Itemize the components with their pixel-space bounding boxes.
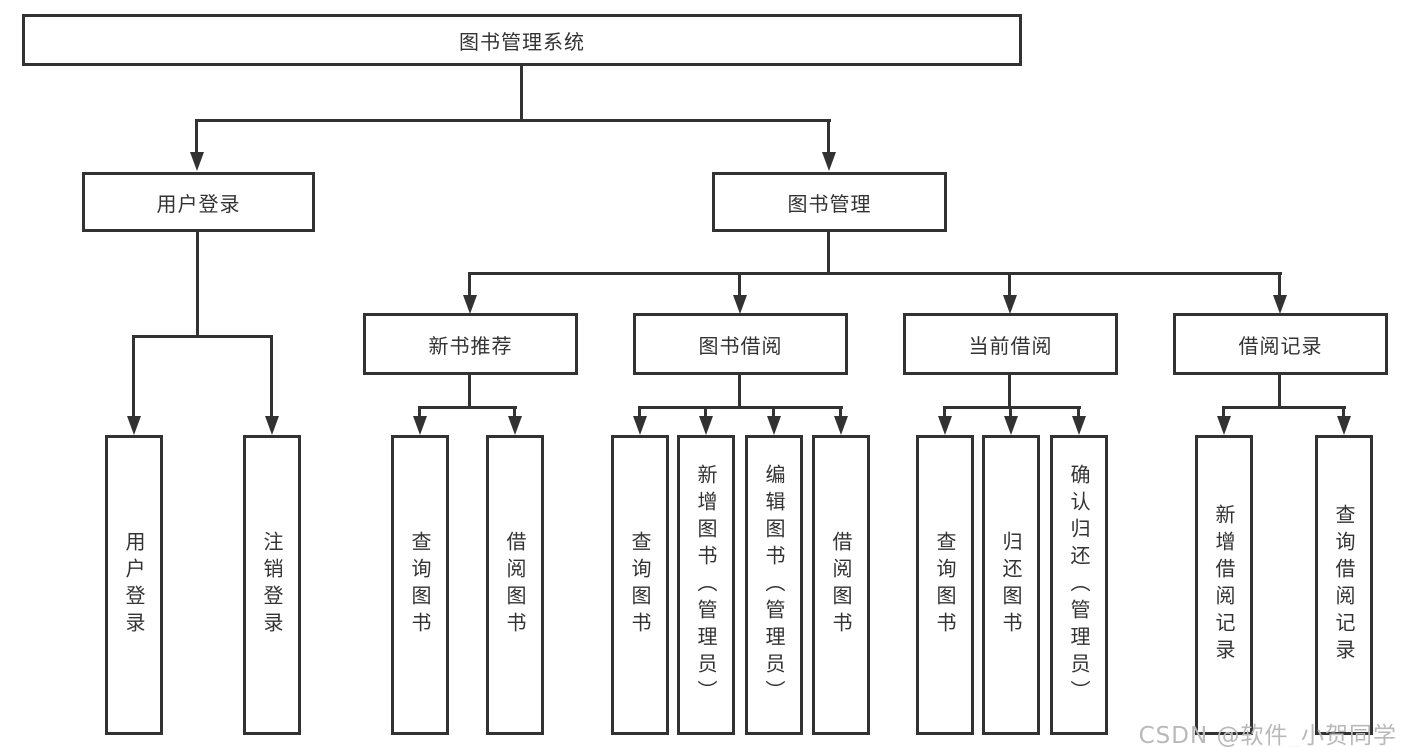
leaf-borrow-books-1: 借阅图书: [486, 435, 544, 735]
node-book-mgmt: 图书管理: [712, 172, 947, 232]
leaf-label: 归还图书: [999, 531, 1023, 639]
leaf-add-borrow-record: 新增借阅记录: [1195, 435, 1253, 735]
connector-drop-current-borrow: [1008, 272, 1011, 297]
arrowhead-icon: [822, 152, 836, 171]
arrowhead-icon: [834, 416, 848, 435]
arrowhead-icon: [463, 295, 477, 314]
leaf-label: 查询图书: [408, 531, 432, 639]
connector-book-mgmt-bar: [468, 272, 1282, 275]
connector-drop-borrow-records: [1278, 272, 1281, 297]
connector-book-borrow-bar: [638, 406, 843, 409]
node-root-label: 图书管理系统: [459, 29, 585, 54]
leaf-label: 查询图书: [628, 531, 652, 639]
connector-root-bar: [196, 119, 831, 122]
connector-drop-leaf: [513, 406, 516, 418]
arrowhead-icon: [413, 416, 427, 435]
connector-drop-leaf: [132, 335, 135, 417]
leaf-label: 查询借阅记录: [1332, 504, 1356, 666]
leaf-logout: 注销登录: [243, 435, 301, 735]
connector-drop-leaf: [638, 406, 641, 418]
connector-drop-leaf: [943, 406, 946, 418]
leaf-return-books: 归还图书: [982, 435, 1040, 735]
connector-drop-book-borrow: [738, 272, 741, 297]
leaf-label: 编辑图书（管理员）: [762, 463, 786, 707]
leaf-label: 借阅图书: [503, 531, 527, 639]
connector-user-login-stem: [196, 232, 199, 336]
connector-drop-leaf: [1077, 406, 1080, 418]
leaf-borrow-books-2: 借阅图书: [812, 435, 870, 735]
connector-borrow-records-bar: [1222, 406, 1346, 409]
leaf-label: 借阅图书: [829, 531, 853, 639]
node-user-login: 用户登录: [82, 172, 315, 232]
connector-drop-leaf: [839, 406, 842, 418]
arrowhead-icon: [938, 416, 952, 435]
arrowhead-icon: [699, 416, 713, 435]
csdn-watermark: CSDN @软件_小贺同学: [1138, 723, 1397, 747]
connector-drop-leaf: [1222, 406, 1225, 418]
node-root: 图书管理系统: [22, 14, 1022, 66]
connector-drop-leaf: [1009, 406, 1012, 418]
arrowhead-icon: [633, 416, 647, 435]
connector-drop-user-login: [195, 119, 198, 154]
connector-user-login-bar: [132, 335, 273, 338]
arrowhead-icon: [1337, 416, 1351, 435]
leaf-label: 用户登录: [122, 531, 146, 639]
connector-drop-leaf: [418, 406, 421, 418]
node-user-login-label: 用户登录: [156, 191, 241, 216]
leaf-edit-books-admin: 编辑图书（管理员）: [745, 435, 803, 735]
leaf-query-books-1: 查询图书: [391, 435, 449, 735]
leaf-label: 新增借阅记录: [1212, 504, 1236, 666]
node-new-books-label: 新书推荐: [428, 333, 513, 358]
connector-drop-leaf: [1342, 406, 1345, 418]
arrowhead-icon: [1072, 416, 1086, 435]
node-borrow-records-label: 借阅记录: [1238, 333, 1323, 358]
arrowhead-icon: [733, 295, 747, 314]
node-current-borrow-label: 当前借阅: [968, 333, 1053, 358]
leaf-label: 确认归还（管理员）: [1067, 463, 1091, 707]
connector-new-books-bar: [418, 406, 517, 409]
arrowhead-icon: [508, 416, 522, 435]
leaf-label: 注销登录: [260, 531, 284, 639]
arrowhead-icon: [127, 416, 141, 435]
leaf-user-login: 用户登录: [105, 435, 163, 735]
leaf-query-borrow-record: 查询借阅记录: [1315, 435, 1373, 735]
connector-book-borrow-stem: [738, 375, 741, 409]
arrowhead-icon: [767, 416, 781, 435]
connector-current-borrow-stem: [1008, 375, 1011, 409]
connector-borrow-records-stem: [1278, 375, 1281, 409]
arrowhead-icon: [1004, 416, 1018, 435]
connector-drop-new-books: [468, 272, 471, 297]
connector-new-books-stem: [468, 375, 471, 409]
leaf-label: 查询图书: [933, 531, 957, 639]
node-book-mgmt-label: 图书管理: [787, 191, 872, 216]
connector-drop-leaf: [704, 406, 707, 418]
connector-drop-book-mgmt: [827, 119, 830, 154]
connector-drop-leaf: [270, 335, 273, 417]
leaf-confirm-return-admin: 确认归还（管理员）: [1050, 435, 1108, 735]
connector-book-mgmt-stem: [827, 232, 830, 274]
arrowhead-icon: [1273, 295, 1287, 314]
leaf-add-books-admin: 新增图书（管理员）: [677, 435, 735, 735]
node-book-borrow-label: 图书借阅: [698, 333, 783, 358]
node-book-borrow: 图书借阅: [633, 313, 848, 375]
connector-current-borrow-bar: [943, 406, 1081, 409]
arrowhead-icon: [265, 416, 279, 435]
leaf-query-books-2: 查询图书: [611, 435, 669, 735]
arrowhead-icon: [1217, 416, 1231, 435]
node-borrow-records: 借阅记录: [1173, 313, 1388, 375]
arrowhead-icon: [190, 152, 204, 171]
leaf-query-books-3: 查询图书: [916, 435, 974, 735]
connector-drop-leaf: [772, 406, 775, 418]
leaf-label: 新增图书（管理员）: [694, 463, 718, 707]
node-current-borrow: 当前借阅: [903, 313, 1118, 375]
arrowhead-icon: [1003, 295, 1017, 314]
node-new-books: 新书推荐: [363, 313, 578, 375]
connector-root-stem: [520, 66, 523, 121]
